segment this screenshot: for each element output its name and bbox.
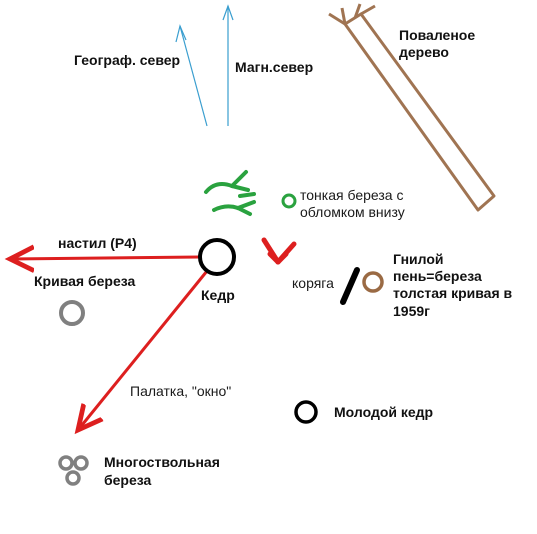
geographic-north-arrow [175,24,208,127]
rotten-stump-label-line3: толстая кривая в [393,285,513,301]
birch-sprout-icon [204,170,256,216]
fallen-tree-icon [328,3,496,212]
geo-north-label: Географ. север [74,52,180,68]
mag-north-label: Магн.север [235,59,313,75]
tent-label: Палатка, "окно" [130,383,231,399]
direction-arrow-icon [261,237,297,265]
young-cedar-label: Молодой кедр [334,404,433,420]
fallen-tree-label-line2: дерево [399,44,449,60]
rotten-stump-label-line1: Гнилой [393,251,444,267]
multi-birch-label-line2: береза [104,472,152,488]
thin-birch-label-line2: обломком внизу [300,204,405,220]
multi-trunk-birch-icon [58,455,89,486]
tent-direction-arrow [78,270,209,430]
multi-birch-label-line1: Многоствольная [104,454,220,470]
thin-birch-label-line1: тонкая береза с [300,187,403,203]
koryaga-label: коряга [292,275,334,291]
rotten-stump-label-line4: 1959г [393,303,430,319]
snag-icon [340,267,360,305]
cedar-icon [198,238,236,276]
rotten-stump-icon [362,271,384,293]
fallen-tree-label-line1: Поваленое [399,27,475,43]
crooked-birch-label: Кривая береза [34,273,136,289]
cedar-label: Кедр [201,287,235,303]
magnetic-north-arrow [222,4,234,126]
crooked-birch-icon [59,300,85,326]
nastil-direction-arrow [10,257,201,259]
rotten-stump-label-line2: пень=береза [393,268,482,284]
nastil-label: настил (P4) [58,235,137,251]
thin-birch-icon [281,193,297,209]
young-cedar-icon [294,400,318,424]
